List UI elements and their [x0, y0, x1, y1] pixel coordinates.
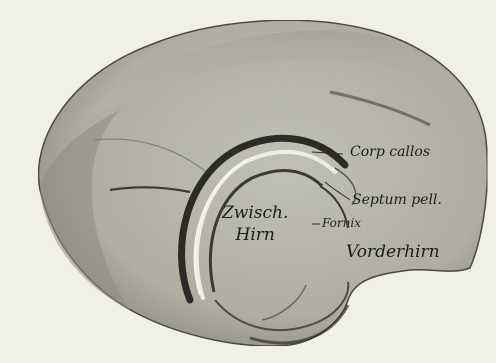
label-septum-pell: Septum pell. — [352, 193, 442, 207]
label-corp-callos: Corp callos — [350, 145, 430, 159]
label-fornix: Fornix — [322, 217, 361, 229]
label-zwischenhirn: Zwisch. Hirn — [222, 202, 288, 246]
label-hirn: Hirn — [222, 224, 288, 246]
label-vorderhirn: Vorderhirn — [346, 244, 440, 261]
label-zwisch: Zwisch. — [222, 202, 288, 224]
